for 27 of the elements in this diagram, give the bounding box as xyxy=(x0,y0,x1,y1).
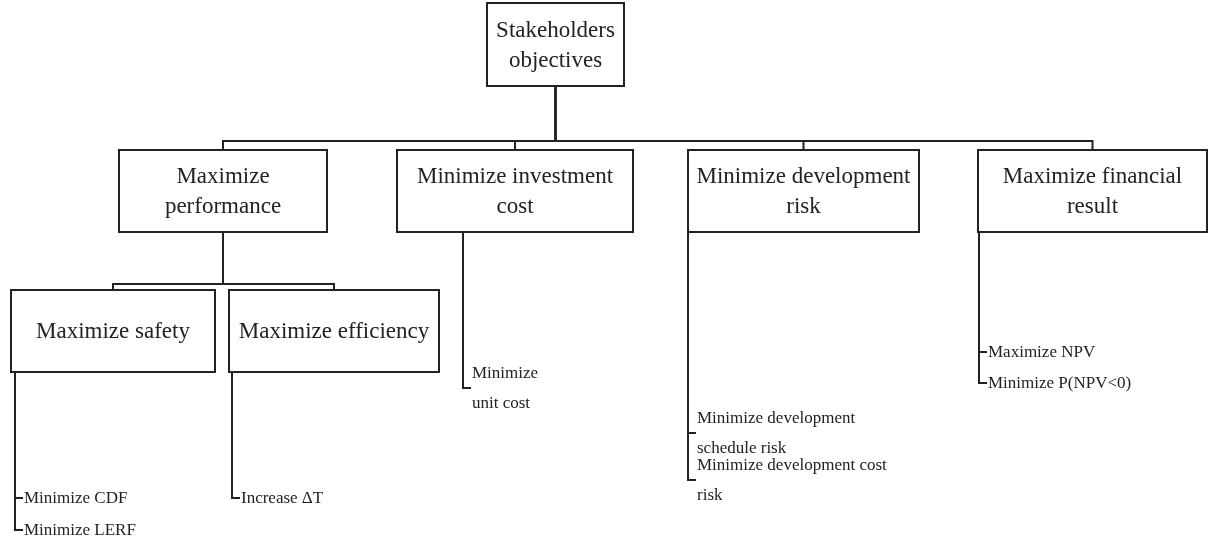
objective-label: Maximize financial result xyxy=(1001,162,1184,220)
connector-line xyxy=(687,232,697,481)
objective-box xyxy=(977,149,1208,233)
objective-label: Maximize performance xyxy=(163,162,283,220)
connector-line xyxy=(462,232,472,389)
connector-line xyxy=(14,372,24,531)
objective-label: Minimize investment cost xyxy=(415,162,615,220)
objective-box xyxy=(118,149,328,233)
objective-box xyxy=(228,289,440,373)
connector-line xyxy=(978,232,988,384)
sub-objective-text: Maximize NPV xyxy=(988,337,1188,367)
connector-line xyxy=(222,232,335,290)
objective-label: Stakeholders objectives xyxy=(495,15,616,74)
sub-objective-text: Minimize unit cost xyxy=(472,358,562,418)
sub-objective-text: Minimize CDF xyxy=(24,483,184,513)
sub-objective-text: Minimize LERF xyxy=(24,515,184,541)
sub-objective-text: Minimize P(NPV<0) xyxy=(988,368,1188,398)
objective-box xyxy=(10,289,216,373)
connector-line xyxy=(231,372,241,499)
sub-objective-text: Increase ΔT xyxy=(241,483,401,513)
objective-label: Maximize safety xyxy=(36,317,190,345)
objective-box xyxy=(396,149,634,233)
objective-label: Minimize development risk xyxy=(695,162,912,220)
objective-box xyxy=(486,2,625,87)
connector-line xyxy=(554,86,1094,150)
objective-label: Maximize efficiency xyxy=(238,317,430,345)
objective-box xyxy=(687,149,920,233)
